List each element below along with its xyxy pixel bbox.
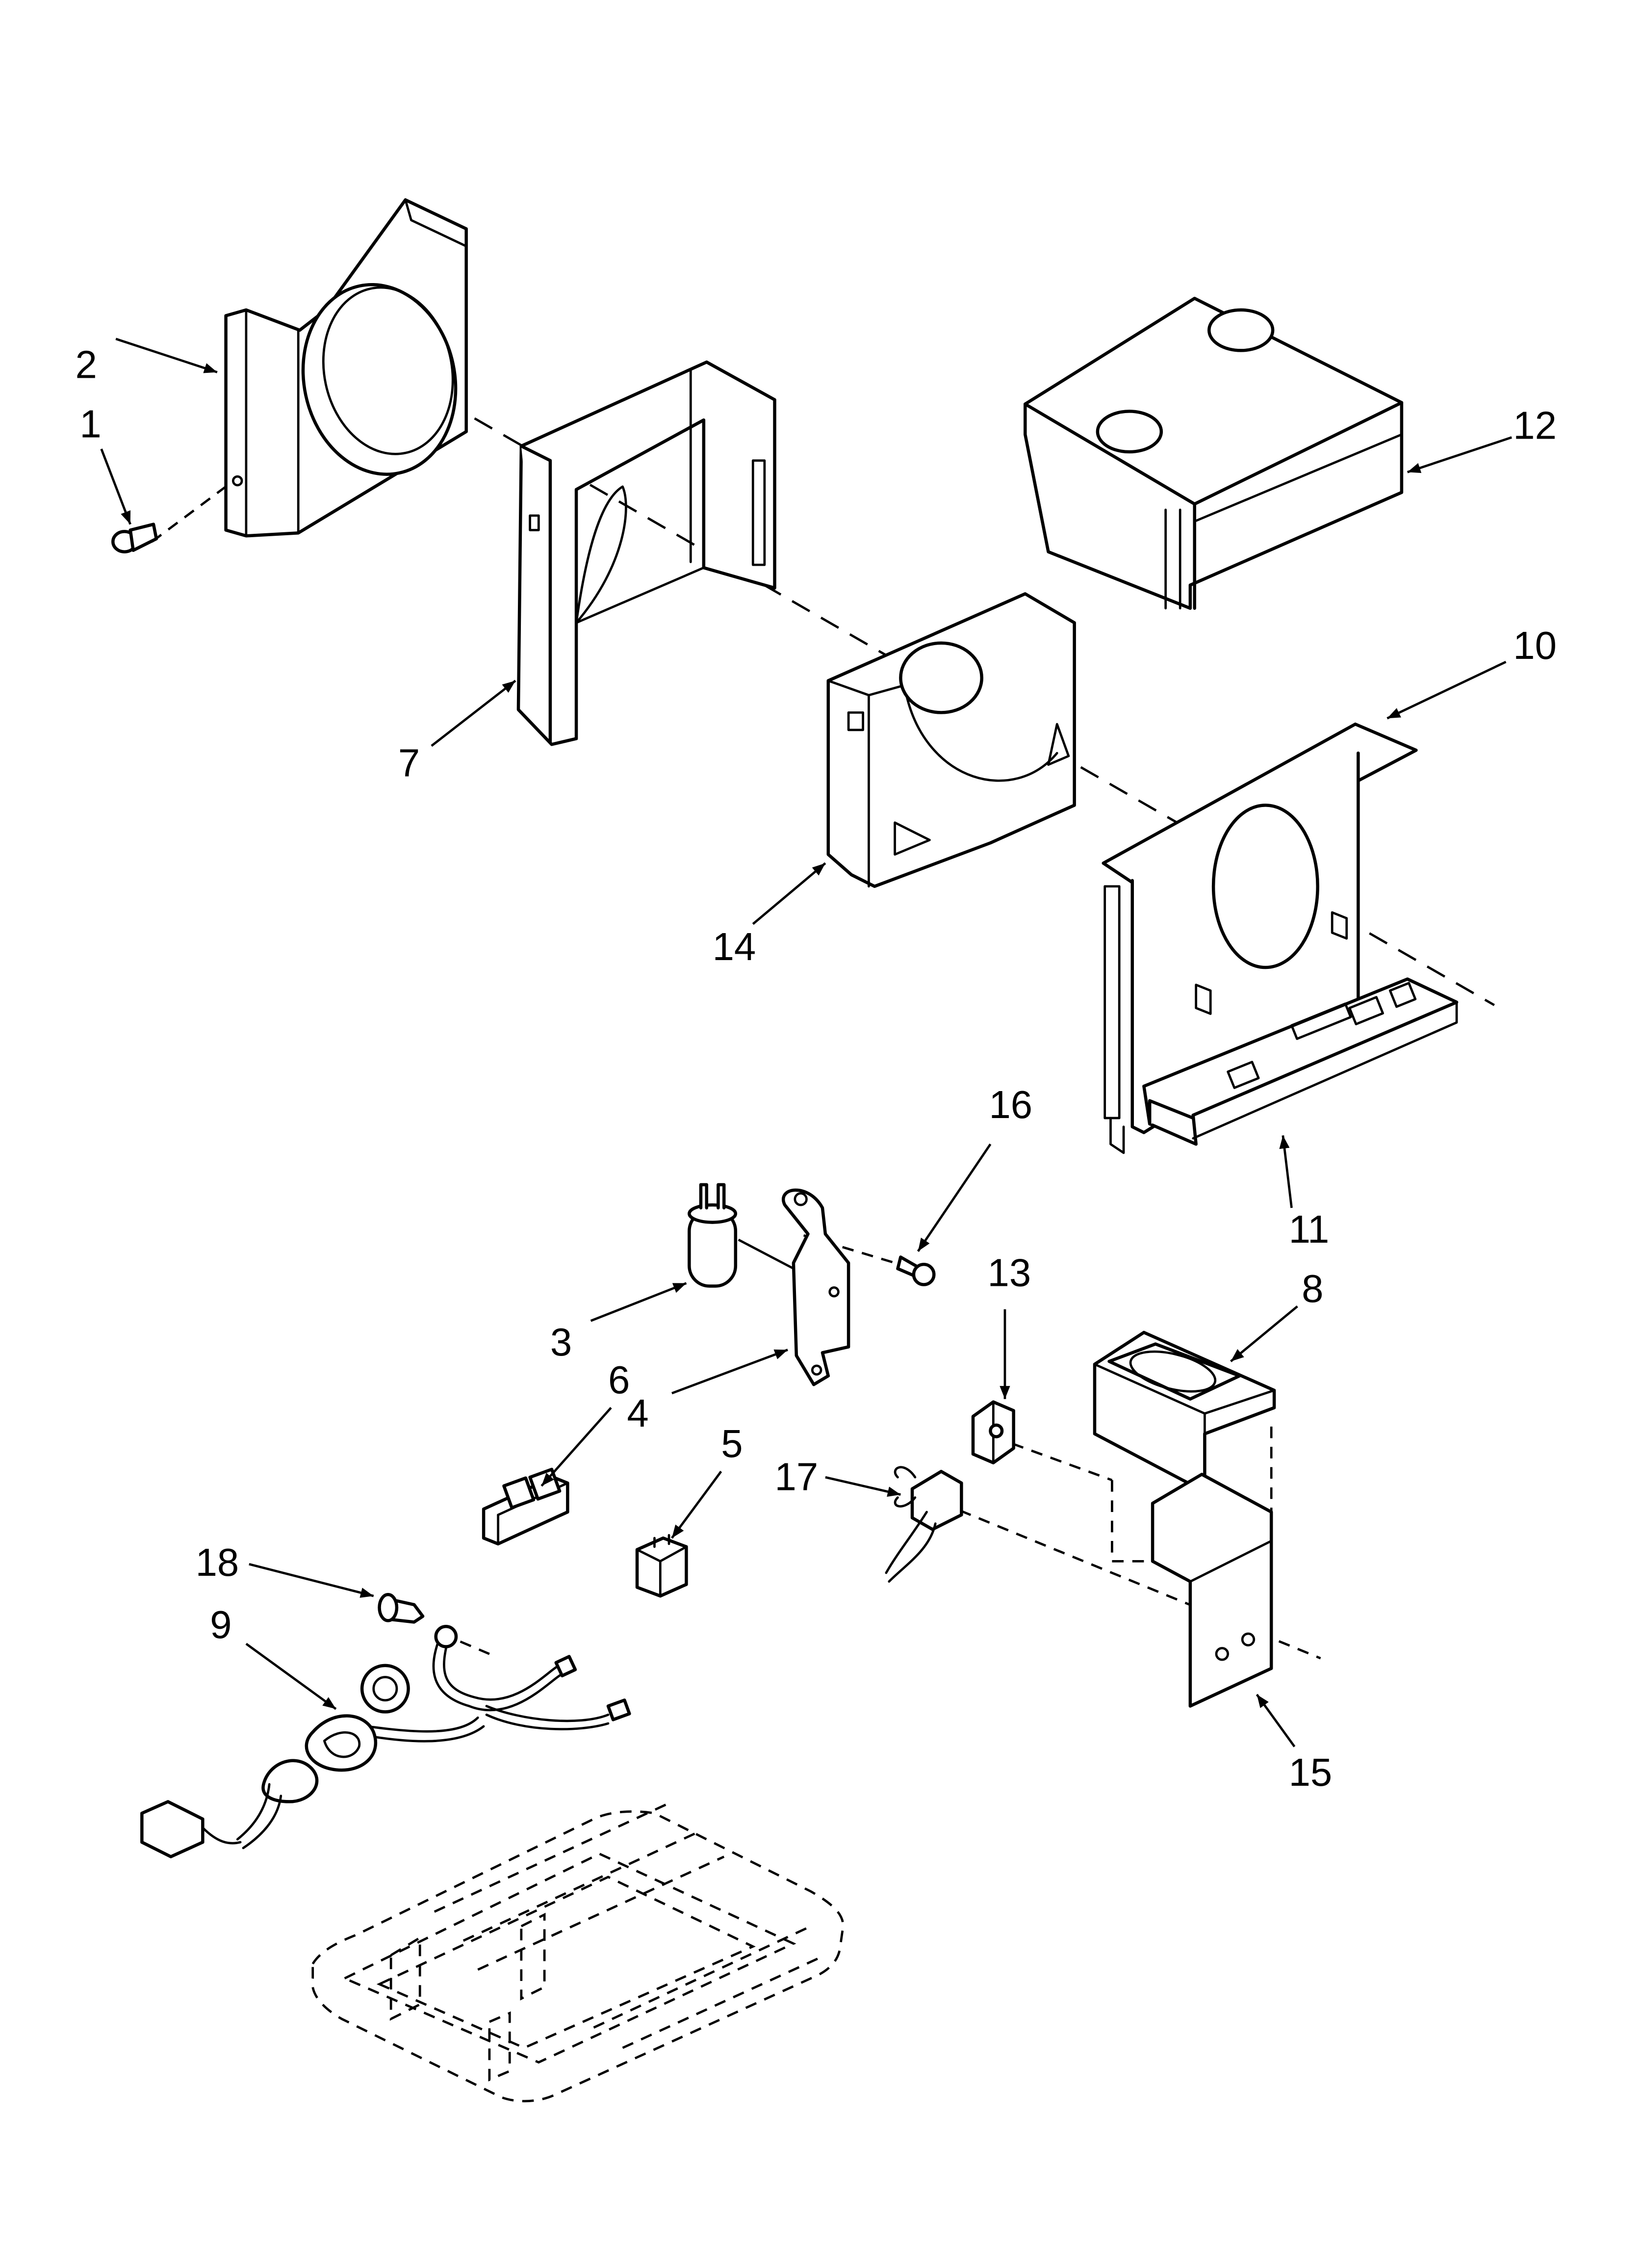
part-17-thermistor (885, 1466, 963, 1583)
callout-8: 8 (1302, 1267, 1323, 1310)
callout-4: 4 (627, 1391, 648, 1435)
part-6-terminal-block (482, 1467, 569, 1546)
part-10-shroud (1102, 722, 1418, 1154)
part-1-screw (111, 522, 158, 554)
callout-13: 13 (988, 1251, 1031, 1294)
callout-17: 17 (775, 1455, 819, 1499)
callout-14: 14 (713, 925, 756, 968)
part-2-ring-bracket (224, 198, 468, 538)
callout-10: 10 (1513, 624, 1557, 667)
callout-9: 9 (210, 1603, 231, 1646)
callout-5: 5 (721, 1422, 743, 1465)
callout-labels: 2 1 7 12 10 14 11 16 3 13 8 6 4 5 17 18 … (76, 343, 1557, 1794)
callout-16: 16 (989, 1083, 1032, 1126)
part-11-base-tray (1142, 977, 1459, 1146)
part-4-bracket (782, 1188, 850, 1386)
part-9-wire-harness (140, 1624, 631, 1858)
part-18-ground-screw (378, 1593, 425, 1624)
part-8-transformer (1093, 1330, 1276, 1493)
callout-2: 2 (76, 343, 97, 387)
part-5-relay (635, 1534, 688, 1598)
part-14-scroll-housing (826, 592, 1076, 888)
callout-18: 18 (196, 1540, 239, 1584)
part-12-housing (1024, 296, 1404, 610)
callout-7: 7 (398, 741, 420, 784)
leader-arrows (100, 338, 1513, 1747)
part-3-capacitor (688, 1183, 800, 1288)
base-pan-dashed (311, 1803, 845, 2103)
callout-3: 3 (550, 1320, 572, 1364)
callout-11: 11 (1289, 1207, 1330, 1251)
part-13-switch (971, 1400, 1015, 1464)
callout-1: 1 (79, 402, 101, 446)
callout-6: 6 (608, 1358, 630, 1402)
callout-15: 15 (1289, 1750, 1333, 1794)
part-15-bracket-plate (1151, 1472, 1273, 1708)
part-16-screw (896, 1255, 936, 1286)
callout-12: 12 (1513, 403, 1557, 447)
part-7-u-bracket (516, 360, 776, 746)
